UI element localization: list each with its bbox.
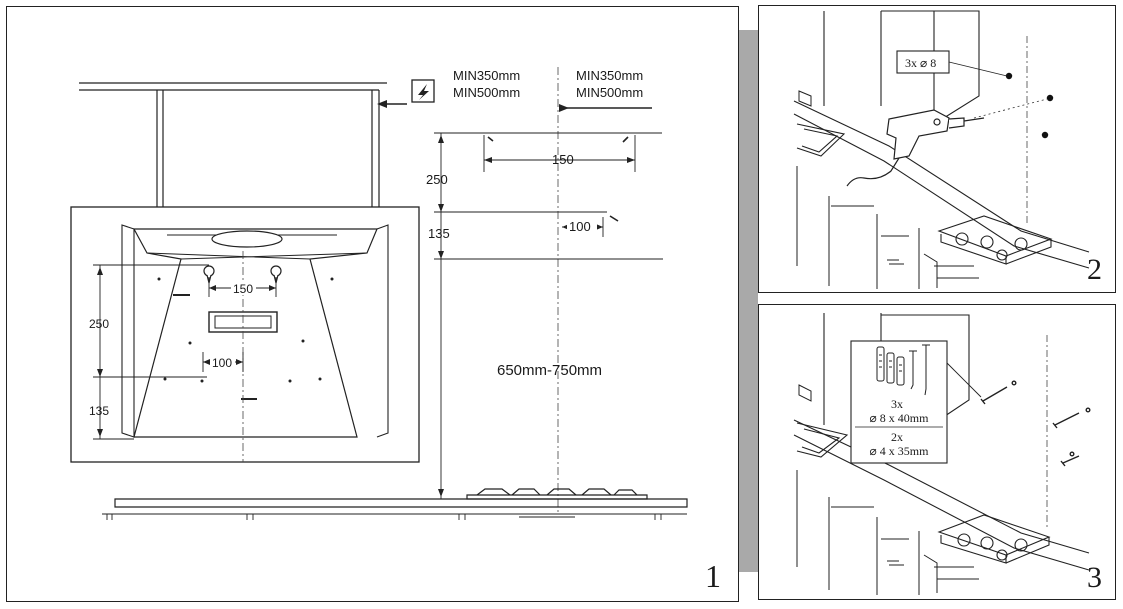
- panel-number-3: 3: [1087, 561, 1102, 594]
- gas-hob: [937, 215, 1053, 265]
- clearance-right-line2: MIN500mm: [576, 85, 643, 100]
- wall-screw-icon: [980, 380, 1091, 467]
- callout-screw-size: ⌀ 4 x 35mm: [870, 444, 930, 458]
- callout-screw-qty: 2x: [891, 430, 903, 444]
- dim-250-top: 250: [426, 172, 448, 187]
- power-drill-icon: [846, 109, 985, 187]
- inset-dim-100: 100: [212, 356, 232, 370]
- wall-plugs-and-screws-icon: [876, 344, 930, 396]
- panel-wall-plugs-screws: 3x ⌀ 8 x 40mm 2x ⌀ 4 x 35mm 3: [758, 304, 1116, 600]
- dim-height-range: 650mm-750mm: [497, 362, 602, 379]
- clearance-right-line1: MIN350mm: [576, 68, 643, 83]
- inset-dim-135: 135: [89, 404, 109, 418]
- callout-plug-qty: 3x: [891, 397, 903, 411]
- dim-135-top: 135: [428, 226, 450, 241]
- clearance-left-line1: MIN350mm: [453, 68, 520, 83]
- gas-hob: [466, 488, 648, 500]
- gas-hob: [937, 514, 1051, 564]
- panel-installation-dimensions: MIN350mm MIN500mm MIN350mm MIN500mm 150 …: [6, 6, 739, 602]
- hood-back-inset: 150 100 250 135: [70, 206, 420, 463]
- inset-dim-150: 150: [233, 282, 253, 296]
- callout-plug-size: ⌀ 8 x 40mm: [870, 411, 930, 425]
- clearance-left-line2: MIN500mm: [453, 85, 520, 100]
- inset-dim-250: 250: [89, 317, 109, 331]
- dimension-diagram: MIN350mm MIN500mm MIN350mm MIN500mm 150 …: [70, 67, 721, 594]
- fixing-illustration: 3x ⌀ 8 x 40mm 2x ⌀ 4 x 35mm 3: [793, 313, 1102, 595]
- drilling-illustration: 3x ⌀ 8 2: [793, 10, 1102, 289]
- panel-number-1: 1: [705, 558, 721, 594]
- dim-150-top: 150: [552, 152, 574, 167]
- panel-drill-holes: 3x ⌀ 8 2: [758, 5, 1116, 293]
- panel-number-2: 2: [1087, 253, 1102, 286]
- gray-divider-strip: [739, 30, 758, 572]
- callout-drill-size: 3x ⌀ 8: [905, 56, 936, 70]
- dim-100-top: 100: [569, 219, 591, 234]
- lightning-warning-icon: [411, 79, 435, 103]
